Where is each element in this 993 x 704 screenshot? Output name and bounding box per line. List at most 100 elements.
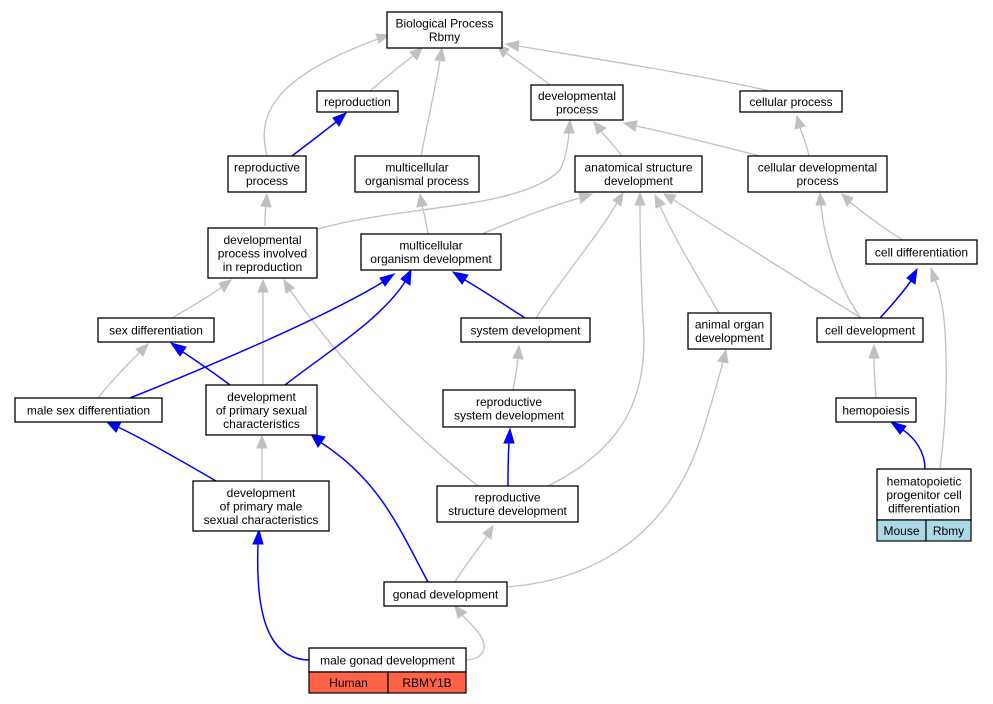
edge-gonad-development-to-reproductive-structure-development <box>454 524 494 583</box>
node-label-line: male sex differentiation <box>27 403 150 417</box>
node-label-line: organism development <box>370 252 492 266</box>
edge-cell-development-to-anatomical-structure-development <box>662 193 862 319</box>
node-label-line: sexual characteristics <box>204 513 319 527</box>
node-box <box>316 90 399 113</box>
annotation-cell-label: RBMY1B <box>402 676 451 690</box>
node-box <box>876 468 972 521</box>
edge-dev-primary-sexual-characteristics-to-dev-process-involved-in-reproduction <box>257 278 269 385</box>
node-hemopoiesis[interactable]: hemopoiesis <box>835 397 917 423</box>
edge-cellular-developmental-process-to-cellular-process <box>794 114 810 157</box>
node-label-line: progenitor cell <box>886 488 961 502</box>
edge-hematopoietic-progenitor-to-cell-differentiation <box>930 266 947 470</box>
edge-animal-organ-development-to-anatomical-structure-development <box>654 193 720 314</box>
edge-reproductive-structure-part-of-reproductive-system <box>503 427 515 487</box>
node-box <box>747 155 888 193</box>
node-label-line: differentiation <box>888 501 960 515</box>
node-box <box>865 239 978 265</box>
node-box <box>354 155 480 193</box>
edge-dev-primary-sexual-characteristics-part-of-sex-differentiation <box>169 342 231 386</box>
edge-cell-differentiation-to-cellular-developmental-process <box>841 193 904 241</box>
node-reproduction[interactable]: reproduction <box>316 90 399 113</box>
node-label-line: multicellular <box>385 161 448 175</box>
node-cell-differentiation[interactable]: cell differentiation <box>865 239 978 265</box>
node-box <box>436 485 579 523</box>
edge-dev-process-involved-in-reproduction-to-reproductive-process <box>260 192 272 227</box>
node-label-line: cell development <box>825 323 916 337</box>
node-label-line: developmental <box>223 233 301 247</box>
edge-male-gonad-part-of-dev-primary-male <box>252 528 311 661</box>
node-box <box>442 389 576 428</box>
node-gonad-development[interactable]: gonad development <box>383 581 508 607</box>
node-label-line: structure development <box>448 504 567 518</box>
node-label-line: process <box>796 174 838 188</box>
edge-cellular-developmental-process-to-developmental-process <box>622 120 761 157</box>
edge-anatomical-structure-development-to-developmental-process <box>593 121 623 157</box>
node-label-line: male gonad development <box>320 653 455 667</box>
node-label-line: system development <box>454 409 565 423</box>
edge-multicellular-organism-development-to-multicellular-organismal-process <box>416 192 429 235</box>
annotation-row-human: Human RBMY1B <box>308 671 467 694</box>
node-box <box>97 317 215 343</box>
node-label-line: hematopoietic <box>887 474 962 488</box>
edge-reproduction-to-root <box>369 47 423 92</box>
node-label-line: cellular developmental <box>758 161 877 175</box>
edge-reproductive-structure-development-to-anatomical-structure-development <box>547 191 646 487</box>
edge-multicellular-organismal-process-to-root <box>420 46 446 157</box>
node-label-line: Biological Process <box>395 17 493 31</box>
node-label-line: characteristics <box>223 417 300 431</box>
node-box <box>192 480 330 532</box>
node-label-line: anatomical structure <box>584 161 692 175</box>
node-label-line: development <box>227 486 296 500</box>
edge-male-sex-differentiation-to-sex-differentiation <box>97 343 149 399</box>
node-system-development[interactable]: system development <box>460 317 591 343</box>
node-label-line: development <box>227 390 296 404</box>
node-cell-development[interactable]: cell development <box>816 317 924 343</box>
node-label-line: process <box>246 174 288 188</box>
edge-cell-development-part-of-cell-differentiation <box>879 267 918 319</box>
node-label-line: development <box>604 174 673 188</box>
node-label-line: development <box>695 331 764 345</box>
edge-sex-differentiation-to-dev-process-involved-in-reproduction <box>171 279 233 319</box>
node-label-line: process <box>556 103 598 117</box>
edge-dev-process-involved-in-reproduction-to-developmental-process <box>317 118 575 230</box>
node-label-line: process involved <box>218 246 307 260</box>
node-sex-differentiation[interactable]: sex differentiation <box>97 317 215 343</box>
edge-dev-primary-male-part-of-male-sex-differentiation <box>104 420 217 482</box>
node-label-line: reproductive <box>476 395 542 409</box>
edge-dev-primary-male-sexual-characteristics-to-dev-primary-sexual-characteristics <box>256 434 268 481</box>
node-box <box>14 397 163 423</box>
edge-system-development-to-anatomical-structure-development <box>535 191 624 319</box>
node-box <box>227 155 307 193</box>
node-box <box>739 90 843 113</box>
edge-cellular-process-to-root <box>504 40 771 92</box>
node-box <box>460 317 591 343</box>
node-cellular-process[interactable]: cellular process <box>739 90 843 113</box>
node-box <box>383 581 508 607</box>
node-label-line: reproductive <box>474 491 540 505</box>
node-male-sex-differentiation[interactable]: male sex differentiation <box>14 397 163 423</box>
node-box <box>687 312 772 350</box>
node-label-line: reproductive <box>234 161 300 175</box>
node-box <box>574 155 703 193</box>
node-box <box>816 317 924 343</box>
node-male-gonad-development[interactable]: male gonad development <box>308 647 467 673</box>
annotation-cell <box>925 519 972 542</box>
edge-dev-primary-sexual-characteristics-part-of-multicellular-organism-development <box>284 268 412 386</box>
edge-male-gonad-development-to-gonad-development <box>454 605 485 661</box>
annotation-cell-label: Human <box>329 676 368 690</box>
